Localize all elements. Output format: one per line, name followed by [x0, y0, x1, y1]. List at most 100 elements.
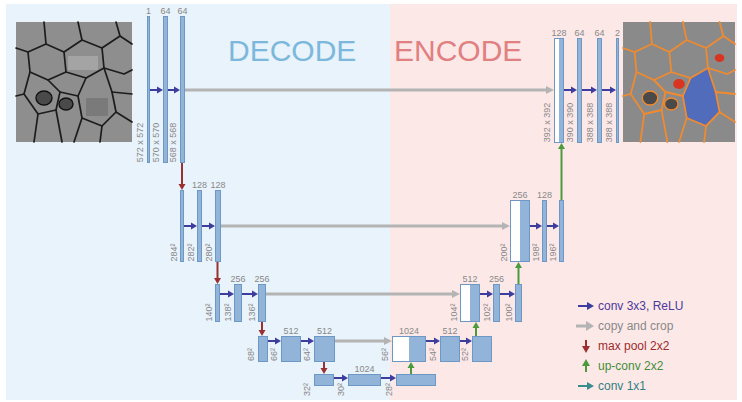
- conv-arrow: [268, 338, 281, 345]
- upconv-arrow: [558, 143, 565, 200]
- channel-count: 512: [462, 275, 477, 284]
- region-title: ENCODE: [394, 34, 522, 67]
- feature-map-bar: 2388 x 388: [616, 38, 619, 143]
- arrow-shaft: [602, 89, 611, 91]
- arrow-head: [157, 87, 163, 94]
- feature-map-size: 136²: [247, 303, 256, 321]
- arrow-head: [408, 362, 415, 368]
- feature-map-size: 104²: [449, 303, 458, 321]
- maxpool-arrow-sample: [582, 340, 590, 353]
- feature-map-size: 392 x 392: [543, 102, 552, 142]
- feature-map-bar: 256102²: [493, 284, 500, 322]
- feature-map-bar: 102430²: [348, 374, 381, 386]
- feature-map-bar: 52²: [472, 336, 492, 362]
- arrow-head: [434, 338, 440, 345]
- arrow-shaft: [242, 293, 253, 295]
- feature-map-size: 140²: [204, 303, 213, 321]
- feature-map-bar: 140²: [215, 284, 220, 322]
- feature-map-size: 30²: [337, 383, 346, 396]
- upconv-arrow-sample: [582, 359, 590, 372]
- arrow-shaft: [323, 362, 325, 369]
- legend-samples: [576, 302, 594, 390]
- channel-count: 1024: [399, 327, 419, 336]
- feature-map-size: 284²: [169, 243, 178, 261]
- arrow-shaft: [168, 89, 175, 91]
- arrow-head: [390, 375, 396, 382]
- arrow-shaft: [561, 148, 563, 200]
- arrow-shaft: [410, 367, 412, 374]
- conv-arrow: [184, 223, 197, 230]
- channel-count: 64: [160, 7, 170, 16]
- arrow-head: [342, 375, 348, 382]
- arrow-head: [214, 278, 221, 284]
- legend-label: conv 3x3, ReLU: [598, 299, 683, 313]
- channel-count: 1: [146, 7, 151, 16]
- arrow-head: [452, 290, 460, 298]
- arrow-head: [259, 330, 266, 336]
- legend-label: max pool 2x2: [598, 339, 669, 353]
- conv-arrow: [301, 338, 314, 345]
- channel-count: 1024: [354, 365, 374, 374]
- channel-count: 256: [254, 275, 269, 284]
- feature-map-size: 66²: [270, 348, 279, 361]
- channel-count: 128: [551, 29, 566, 38]
- arrow-shaft: [480, 293, 488, 295]
- feature-map-size: 56²: [381, 348, 390, 361]
- arrow-shaft: [547, 225, 554, 227]
- feature-map-size: 572 x 572: [136, 122, 145, 162]
- feature-map-size: 198²: [531, 243, 540, 261]
- conv-arrow: [582, 87, 597, 94]
- copy-crop-arrow: [185, 86, 554, 94]
- arrow-head: [191, 223, 197, 230]
- arrow-head: [591, 87, 597, 94]
- feature-map-bar: 256200²: [510, 200, 530, 262]
- arrow-head: [571, 87, 577, 94]
- feature-map-bar: 51254²: [440, 336, 460, 362]
- channel-count: 512: [283, 327, 298, 336]
- arrow-shaft: [220, 293, 229, 295]
- arrow-head: [321, 368, 328, 374]
- feature-map-bar: 256136²: [258, 284, 266, 322]
- arrow-shaft: [334, 377, 343, 379]
- copy-crop-arrow: [266, 290, 460, 298]
- channel-count: 2: [615, 29, 620, 38]
- feature-map-size: 32²: [303, 383, 312, 396]
- copy-arrow-sample: [576, 321, 594, 331]
- feature-map-bar: 256138²: [234, 284, 242, 322]
- channel-count: 512: [317, 327, 332, 336]
- arrow-head: [384, 337, 392, 345]
- conv-arrow: [242, 291, 258, 298]
- channel-count: 256: [512, 191, 527, 200]
- feature-map-bar: 284²: [180, 190, 184, 262]
- arrow-head: [610, 87, 616, 94]
- feature-map-bar: 1572 x 572: [147, 16, 150, 163]
- feature-map-size: 68²: [247, 348, 256, 361]
- copy-crop-arrow: [221, 222, 510, 230]
- channel-count: 64: [177, 7, 187, 16]
- conv-arrow: [150, 87, 163, 94]
- arrow-head: [174, 87, 180, 94]
- feature-map-size: 28²: [385, 383, 394, 396]
- channel-count: 256: [230, 275, 245, 284]
- feature-map-size: 388 x 388: [586, 102, 595, 142]
- feature-map-size: 570 x 570: [152, 122, 161, 162]
- feature-map-bar: 128282²: [197, 190, 202, 262]
- feature-map-size: 64²: [303, 348, 312, 361]
- feature-map-bar: 64388 x 388: [597, 38, 602, 143]
- feature-map-bar: 128198²: [542, 200, 547, 262]
- feature-map-size: 54²: [429, 348, 438, 361]
- channel-count: 128: [192, 181, 207, 190]
- feature-map-bar: 102456²: [392, 336, 426, 362]
- arrow-shaft: [460, 340, 467, 342]
- arrow-shaft: [381, 377, 391, 379]
- conv-arrow-sample: [578, 302, 594, 310]
- feature-map-size: 388 x 388: [605, 102, 614, 142]
- arrow-head: [546, 86, 554, 94]
- conv-arrow: [334, 375, 348, 382]
- feature-map-size: 100²: [504, 303, 513, 321]
- maxpool-arrow: [259, 322, 266, 336]
- arrow-shaft: [202, 225, 210, 227]
- arrow-shaft: [181, 163, 183, 185]
- arrow-head: [509, 291, 515, 298]
